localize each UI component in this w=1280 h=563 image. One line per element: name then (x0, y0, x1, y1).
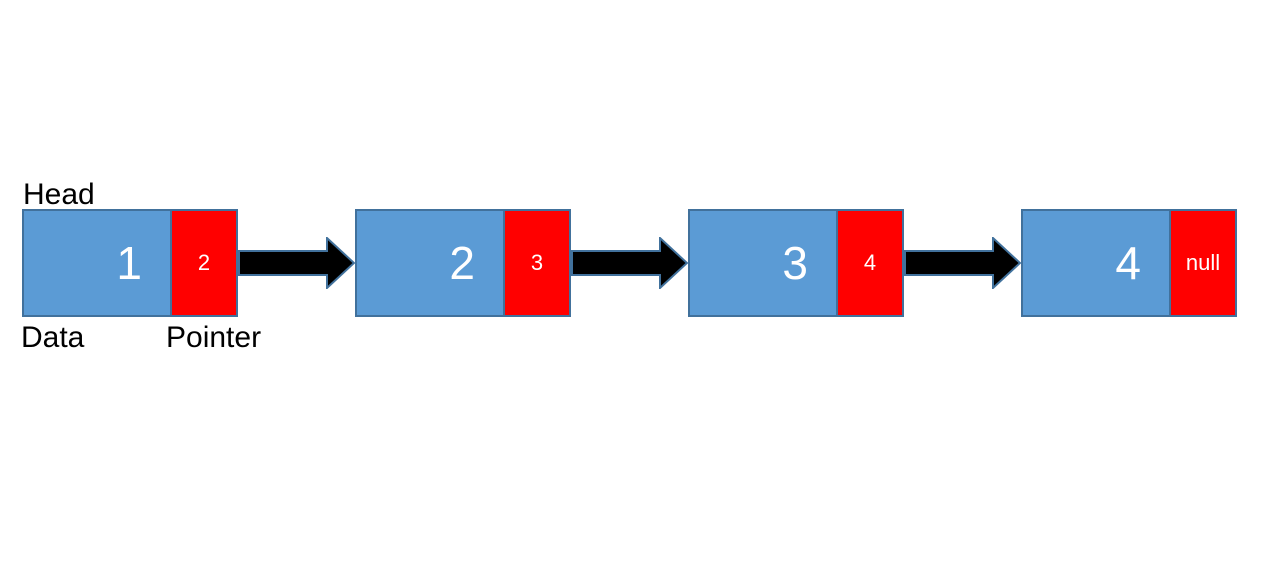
node-4-data-cell: 4 (1023, 211, 1169, 315)
next-arrow-icon (571, 237, 688, 289)
node-4-pointer-cell: null (1169, 211, 1235, 315)
node-3-pointer-value: 4 (863, 250, 877, 275)
linked-list-node-4: 4 null (1021, 209, 1237, 317)
node-4-data-value: 4 (1115, 237, 1141, 289)
node-3-pointer-cell: 4 (836, 211, 902, 315)
node-1-data-value: 1 (116, 237, 142, 289)
node-2-pointer-cell: 3 (503, 211, 569, 315)
node-4-pointer-value: null (1185, 250, 1221, 275)
linked-list-node-2: 2 3 (355, 209, 571, 317)
node-1-pointer-cell: 2 (170, 211, 236, 315)
node-2-data-cell: 2 (357, 211, 503, 315)
node-2-pointer-value: 3 (530, 250, 544, 275)
node-3-data-value: 3 (782, 237, 808, 289)
next-arrow-icon (238, 237, 355, 289)
node-2-data-value: 2 (449, 237, 475, 289)
node-1-data-cell: 1 (24, 211, 170, 315)
linked-list-node-1: 1 2 (22, 209, 238, 317)
data-label: Data (21, 321, 85, 354)
head-label: Head (23, 178, 95, 211)
node-3-data-cell: 3 (690, 211, 836, 315)
pointer-label: Pointer (166, 321, 262, 354)
next-arrow-icon (904, 237, 1021, 289)
node-1-pointer-value: 2 (197, 250, 211, 275)
linked-list-node-3: 3 4 (688, 209, 904, 317)
